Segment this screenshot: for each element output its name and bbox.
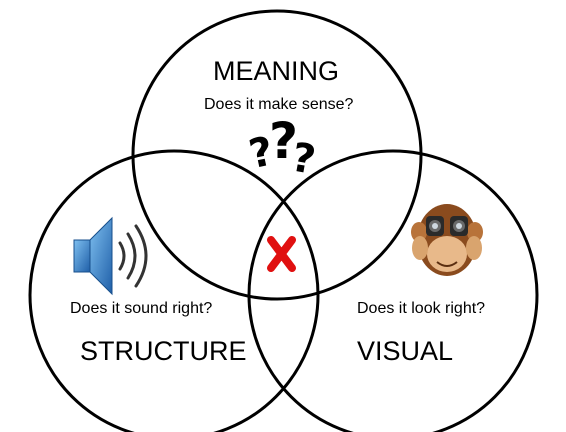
visual-question: Does it look right? (357, 300, 486, 317)
structure-question: Does it sound right? (70, 300, 213, 317)
visual-circle (247, 149, 539, 432)
question-marks-icon: ? ? ? (245, 112, 319, 184)
structure-title: STRUCTURE (80, 336, 247, 366)
speaker-icon (73, 216, 148, 296)
red-x-icon (267, 236, 296, 272)
structure-circle (28, 149, 320, 432)
svg-text:?: ? (269, 112, 298, 170)
monkey-binoculars-icon (411, 204, 483, 276)
meaning-title: MEANING (213, 56, 340, 86)
visual-title: VISUAL (357, 336, 454, 366)
meaning-question: Does it make sense? (204, 96, 354, 113)
